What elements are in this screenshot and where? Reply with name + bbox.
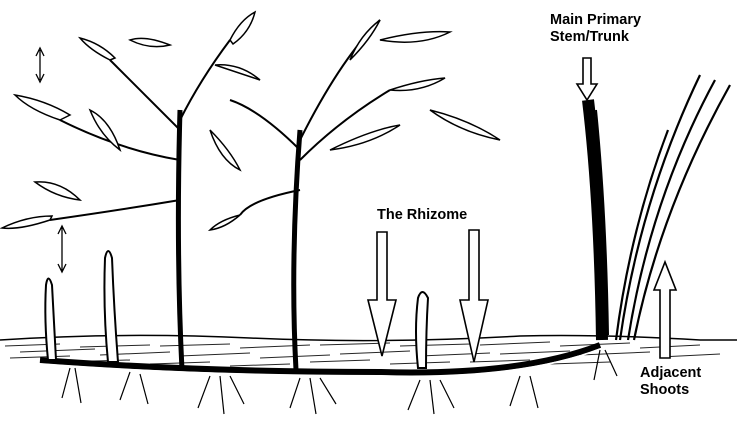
main-primary-stem [582,99,609,341]
adjacent-arrow [652,259,678,359]
main-stem-label: Main Primary Stem/Trunk [550,12,641,46]
arrows [366,57,678,363]
adjacent-shoots [614,74,731,341]
rhizome-arrow-left [366,231,398,357]
young-shoots [44,250,430,369]
adjacent-label-line2: Shoots [640,382,690,398]
rhizome-arrow-right [458,229,490,363]
rhizome [39,342,618,415]
leafy-culms [0,10,501,371]
main-stem-label-line2: Stem/Trunk [550,29,629,45]
adjacent-label-line1: Adjacent [640,365,702,381]
main-stem-label-line1: Main Primary [550,12,642,28]
rhizome-label: The Rhizome [377,207,468,223]
main-stem-arrow [575,57,599,102]
adjacent-shoots-label: Adjacent Shoots [640,365,701,399]
